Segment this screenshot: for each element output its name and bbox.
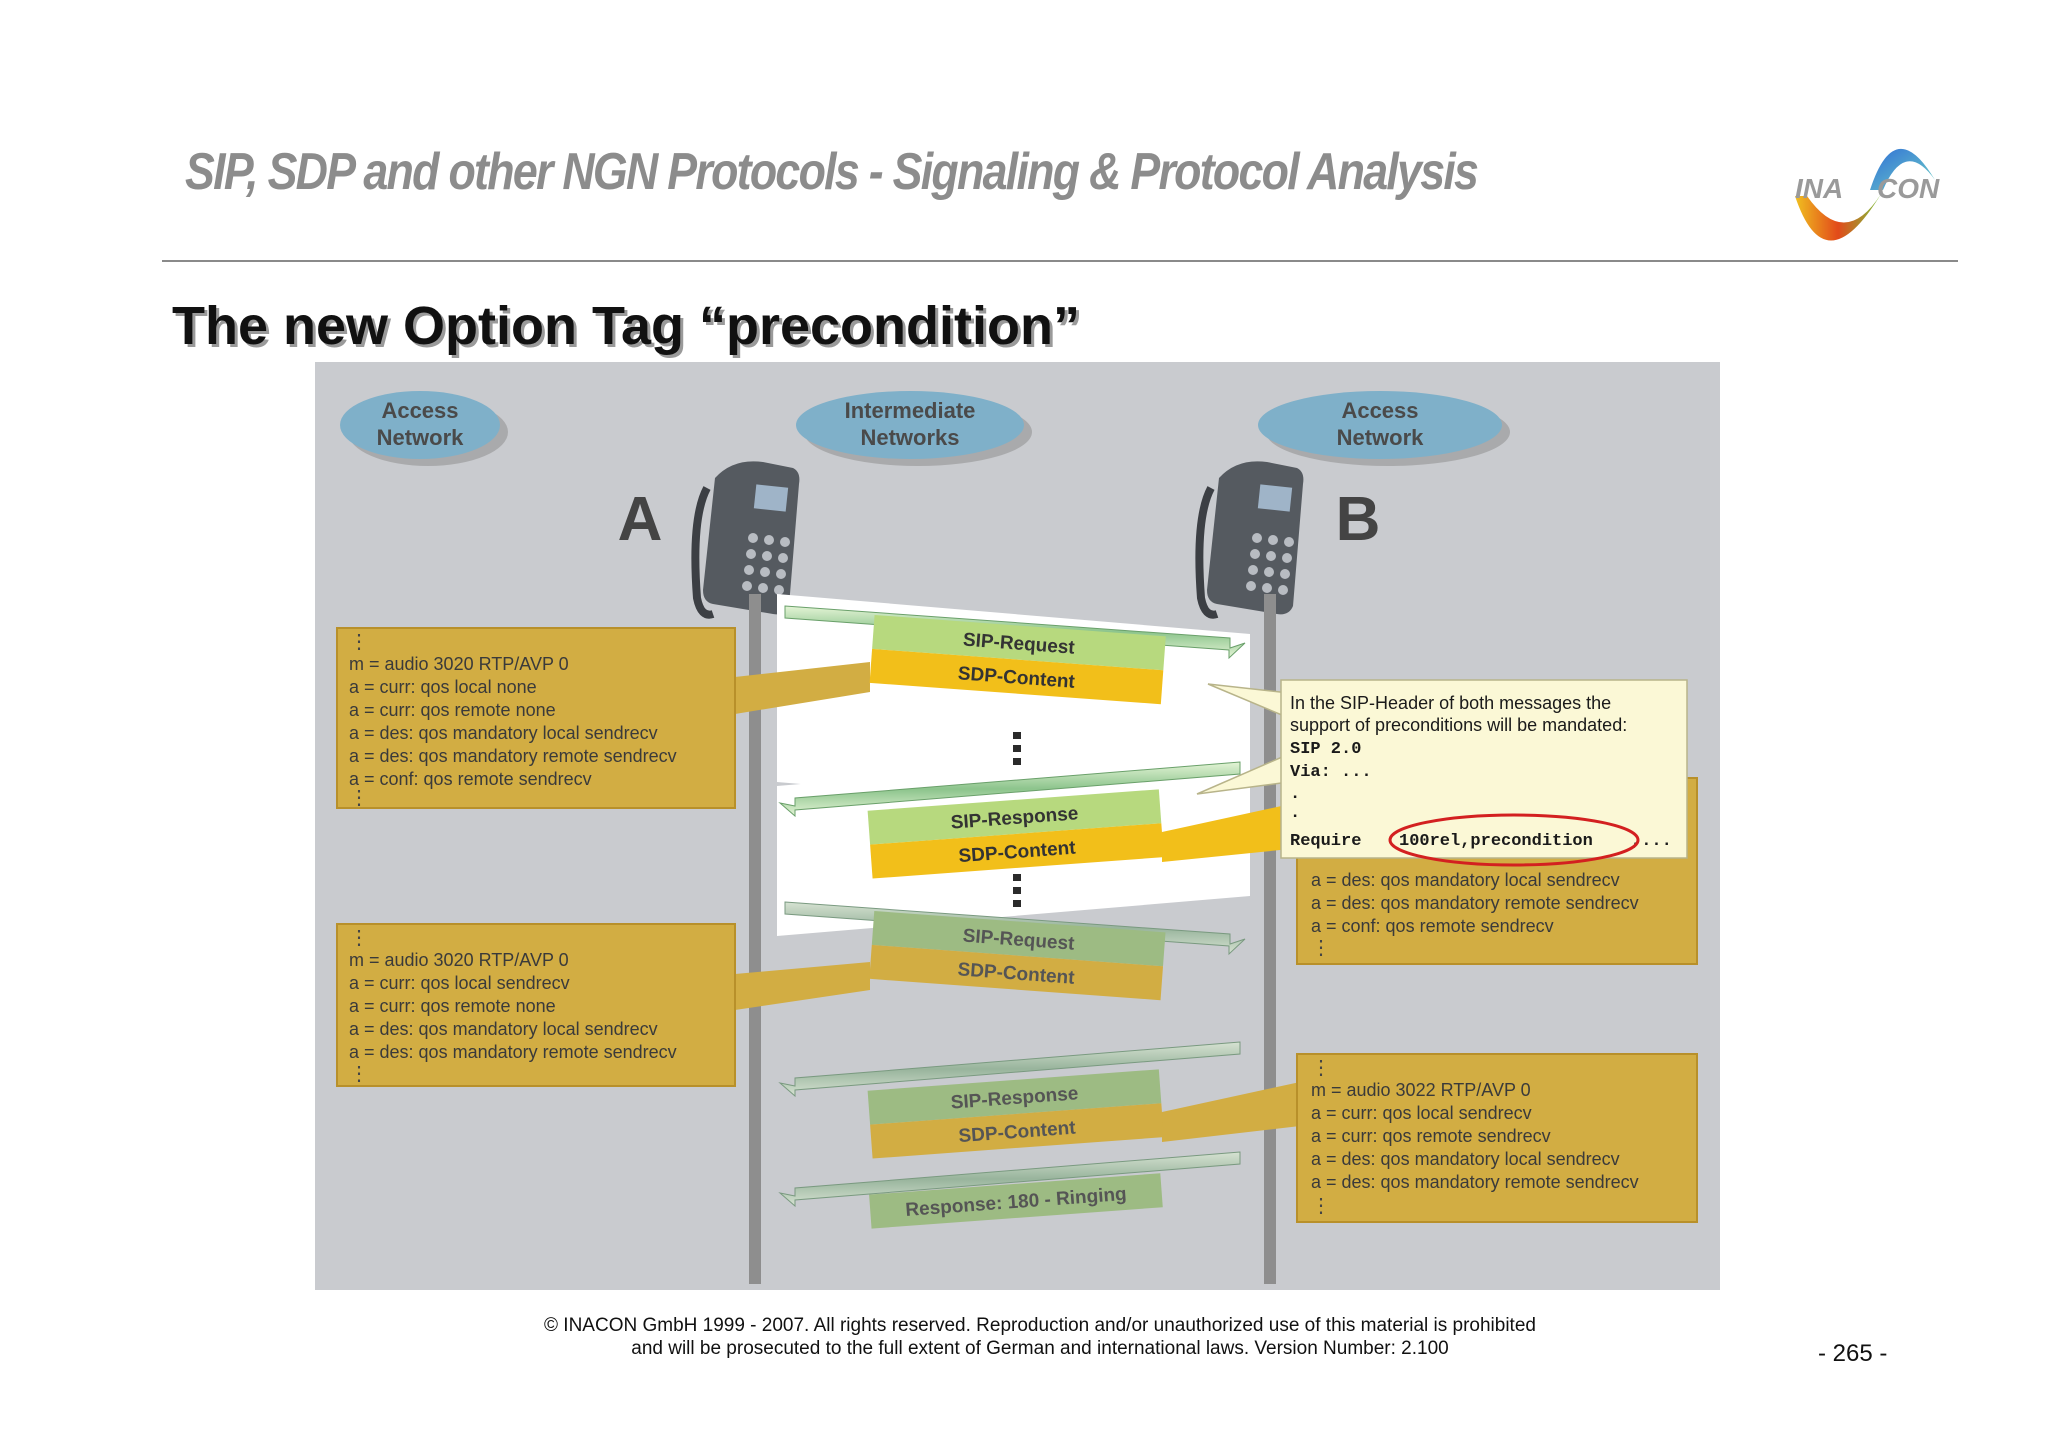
sdp-box-update-line-2: a = curr: qos local sendrecv: [349, 973, 570, 993]
sdp-box-update-line-4: a = des: qos mandatory local sendrecv: [349, 1019, 658, 1039]
sdp-box-offer-line-2: a = curr: qos local none: [349, 677, 537, 697]
sdp-box-update-line-5: a = des: qos mandatory remote sendrecv: [349, 1042, 677, 1062]
sdp-box-answer-2-line-2: a = curr: qos local sendrecv: [1311, 1103, 1532, 1123]
sdp-box-answer-2-ellipsis-top: ⋮: [1311, 1057, 1331, 1079]
callout-line-2: support of preconditions will be mandate…: [1290, 715, 1627, 735]
copyright-line-1: © INACON GmbH 1999 - 2007. All rights re…: [300, 1314, 1780, 1337]
sdp-box-answer-2-line-5: a = des: qos mandatory remote sendrecv: [1311, 1172, 1639, 1192]
access-network-left-line2: Network: [377, 425, 465, 450]
sdp-box-answer-1-line-2: a = des: qos mandatory remote sendrecv: [1311, 893, 1639, 913]
access-network-right-line1: Access: [1341, 398, 1418, 423]
callout-via: Via: ...: [1290, 763, 1372, 782]
sdp-box-update-line-3: a = curr: qos remote none: [349, 996, 556, 1016]
endpoint-b-label: B: [1336, 485, 1381, 554]
sdp-box-offer-ellipsis-bottom: ⋮: [349, 787, 369, 809]
sdp-box-update-ellipsis-top: ⋮: [349, 927, 369, 949]
callout-line-1: In the SIP-Header of both messages the: [1290, 693, 1611, 713]
sdp-box-answer-2-line-4: a = des: qos mandatory local sendrecv: [1311, 1149, 1620, 1169]
sdp-box-answer-1-line-3: a = conf: qos remote sendrecv: [1311, 916, 1554, 936]
access-network-left-line1: Access: [381, 398, 458, 423]
page-number: - 265 -: [1818, 1340, 1887, 1368]
sip-precondition-diagram: Access Network Intermediate Networks Acc…: [315, 362, 1720, 1290]
sdp-box-answer-2-ellipsis-bottom: ⋮: [1311, 1195, 1331, 1217]
header-divider: [162, 260, 1958, 262]
callout-sip-version: SIP 2.0: [1290, 740, 1361, 759]
endpoint-a-label: A: [618, 485, 663, 554]
sdp-box-offer-line-5: a = des: qos mandatory remote sendrecv: [349, 746, 677, 766]
callout-require-value: 100rel,precondition: [1399, 832, 1593, 851]
copyright-line-2: and will be prosecuted to the full exten…: [300, 1337, 1780, 1360]
sdp-box-offer-ellipsis-top: ⋮: [349, 631, 369, 653]
logo-text-right: CON: [1877, 173, 1940, 204]
sdp-box-answer-2: ⋮ m = audio 3022 RTP/AVP 0 a = curr: qos…: [1297, 1054, 1697, 1222]
intermediate-networks-line2: Networks: [860, 425, 959, 450]
sdp-box-offer-line-6: a = conf: qos remote sendrecv: [349, 769, 592, 789]
sdp-box-offer-line-3: a = curr: qos remote none: [349, 700, 556, 720]
continuation-dots-2: [1013, 874, 1021, 907]
inacon-logo: INA CON: [1785, 118, 1945, 258]
callout-require-label: Require: [1290, 832, 1361, 851]
sdp-box-update-line-1: m = audio 3020 RTP/AVP 0: [349, 950, 569, 970]
callout-dot-1: .: [1290, 785, 1300, 804]
sdp-box-update: ⋮ m = audio 3020 RTP/AVP 0 a = curr: qos…: [337, 924, 735, 1086]
sdp-box-answer-1-line-1: a = des: qos mandatory local sendrecv: [1311, 870, 1620, 890]
sdp-box-answer-2-line-1: m = audio 3022 RTP/AVP 0: [1311, 1080, 1531, 1100]
logo-text-left: INA: [1795, 173, 1843, 204]
slide-title: The new Option Tag “precondition”: [172, 295, 1080, 357]
access-network-right-line2: Network: [1337, 425, 1425, 450]
header-title: SIP, SDP and other NGN Protocols - Signa…: [185, 142, 1477, 202]
continuation-dots-1: [1013, 732, 1021, 765]
sdp-box-answer-2-line-3: a = curr: qos remote sendrecv: [1311, 1126, 1551, 1146]
sdp-box-offer-line-1: m = audio 3020 RTP/AVP 0: [349, 654, 569, 674]
sdp-box-offer-line-4: a = des: qos mandatory local sendrecv: [349, 723, 658, 743]
sdp-box-answer-1-ellipsis: ⋮: [1311, 937, 1331, 959]
copyright-notice: © INACON GmbH 1999 - 2007. All rights re…: [300, 1314, 1780, 1360]
callout-dot-2: .: [1290, 804, 1300, 823]
intermediate-networks-line1: Intermediate: [845, 398, 976, 423]
sdp-box-update-ellipsis-bottom: ⋮: [349, 1063, 369, 1085]
